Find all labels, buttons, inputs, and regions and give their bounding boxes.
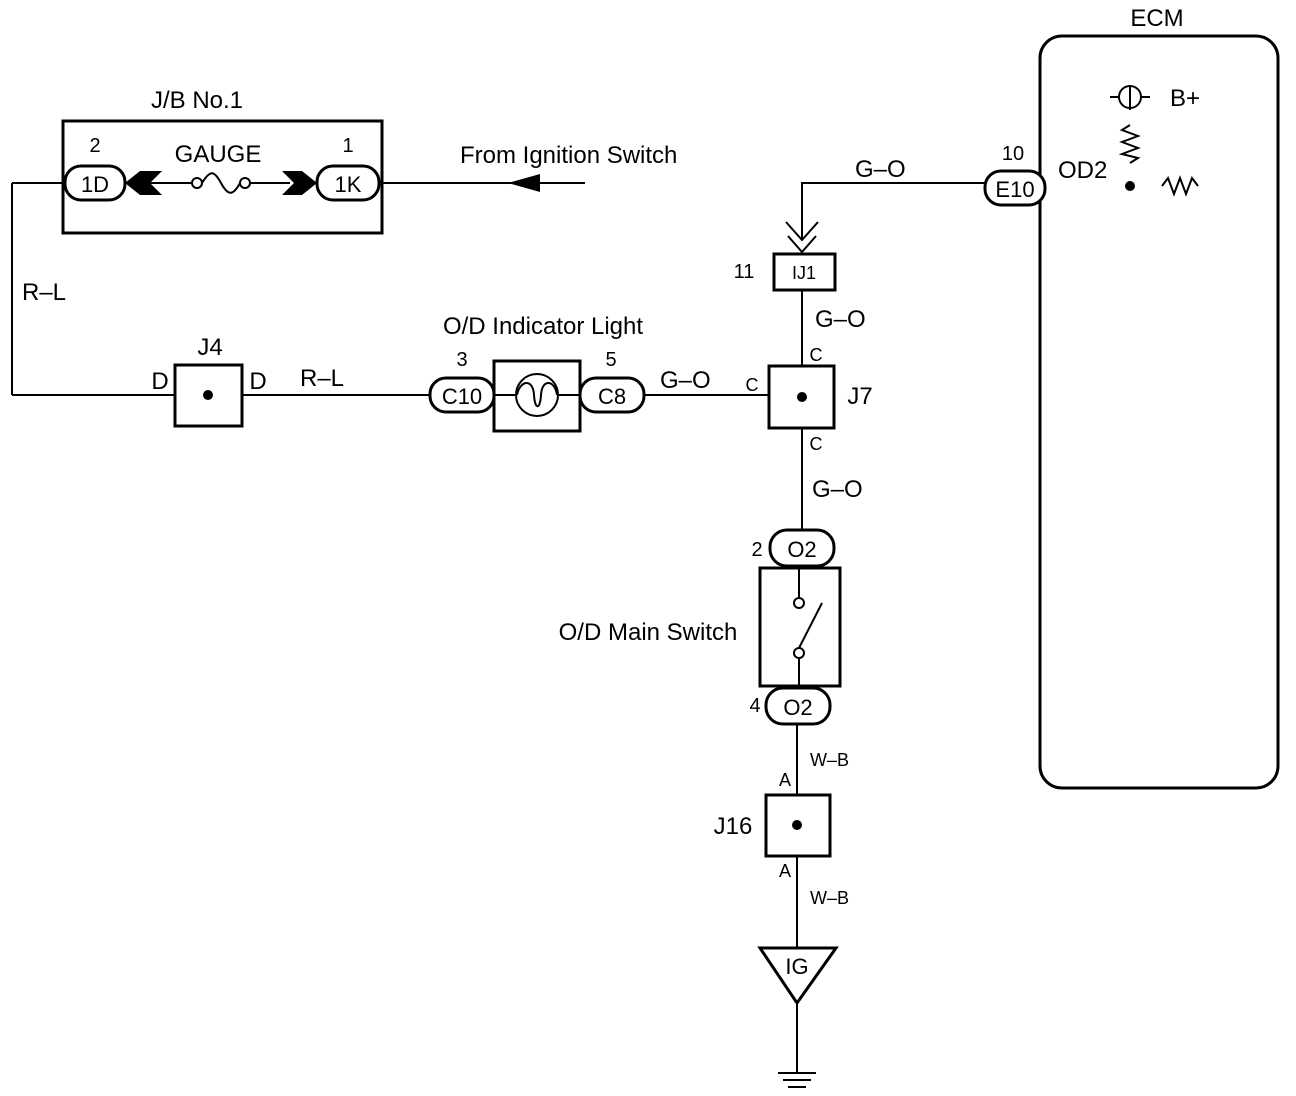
connector-ij1-block: 11 IJ1 [734,221,837,292]
j4-title: J4 [197,334,222,361]
wire-wb-top-label: W–B [810,750,849,770]
j4-left-pin: D [151,368,168,395]
input-resistor-icon [1161,175,1199,197]
j7-bottom-pin: C [810,434,823,454]
switch-pin-top: 2 [751,539,762,561]
pullup-resistor-icon [1118,124,1141,164]
jb-title: J/B No.1 [151,87,243,114]
connector-1d-label: 1D [81,172,109,197]
bplus-label: B+ [1170,85,1200,112]
ignition-label: From Ignition Switch [460,142,677,169]
j16-bottom-pin: A [779,861,791,881]
switch-blade-icon [798,602,823,649]
ig-ground-point: IG [757,946,839,1006]
j4-box [173,363,244,428]
j7-node-dot [797,392,807,402]
j4-right-pin: D [249,368,266,395]
ij1-box [772,252,837,292]
j7-top-pin: C [810,345,823,365]
j16-top-pin: A [779,770,791,790]
connector-c8-label: C8 [598,384,626,409]
jb-left-arrow-icon [125,171,162,195]
j16-title: J16 [714,813,753,840]
connector-e10-label: E10 [995,177,1034,202]
indicator-title: O/D Indicator Light [443,313,643,340]
wire-rl-left-label: R–L [22,279,66,306]
od-indicator-light: O/D Indicator Light 3 5 C10 C8 [428,313,646,433]
wire-go-ecm [801,182,985,240]
ecm-block: ECM B+ OD2 10 E10 [983,5,1280,790]
ig-label: IG [785,954,808,979]
junction-j16: A J16 A [714,770,832,881]
junction-j7: C C J7 C [746,345,873,454]
jb-left-pin: 2 [89,135,100,157]
ecm-pin-number: 10 [1002,143,1024,165]
ij1-pin: 11 [734,261,755,283]
ij1-arrow-outer-icon [785,221,819,242]
connector-c10-label: C10 [442,384,482,409]
ij1-label: IJ1 [792,263,816,283]
switch-contact-top-icon [793,597,805,609]
ecm-title: ECM [1130,5,1183,32]
j4-node-dot [203,390,213,400]
connector-o2-top [768,528,836,568]
connector-c8 [578,376,646,414]
bulb-filament-icon [516,382,558,408]
junction-block-1: J/B No.1 2 1D 1 1K GAUGE [61,87,384,235]
od-main-switch: 2 O2 O/D Main Switch 4 O2 [559,528,842,726]
connector-o2-bottom [764,686,832,726]
junction-j4: J4 D D [151,334,267,428]
ecm-node-dot [1125,181,1135,191]
ij1-arrow-inner-icon [787,235,817,254]
ground-icon [778,1072,816,1088]
ecm-pin-od2: OD2 [1058,157,1107,184]
fuse-label: GAUGE [175,141,262,168]
wire-go-ecm-label: G–O [855,156,906,183]
connector-1k-label: 1K [335,172,362,197]
wire-go-ij1-label: G–O [815,306,866,333]
bulb-icon [515,373,559,417]
wire-wb-bottom-label: W–B [810,888,849,908]
ig-triangle-icon [757,946,839,1006]
switch-pin-bottom: 4 [749,695,760,717]
j7-title: J7 [847,383,872,410]
jb-right-pin: 1 [342,135,353,157]
ecm-outline [1038,34,1280,790]
indicator-pin-right: 5 [605,349,616,371]
connector-o2-bottom-label: O2 [783,695,812,720]
ignition-arrow-icon [508,174,540,192]
connector-o2-top-label: O2 [787,537,816,562]
j16-node-dot [792,820,802,830]
j7-left-pin: C [746,375,759,395]
jb-right-arrow-icon [282,171,317,195]
connector-e10 [983,169,1047,207]
switch-title: O/D Main Switch [559,619,738,646]
indicator-pin-left: 3 [456,349,467,371]
switch-contact-bottom-icon [793,647,805,659]
wire-go-c8-label: G–O [660,367,711,394]
fuse-icon [201,172,241,194]
wire-go-j7-label: G–O [812,476,863,503]
wire-rl-mid-label: R–L [300,365,344,392]
fuse-terminal-right-icon [239,177,251,189]
fuse-terminal-left-icon [191,177,203,189]
